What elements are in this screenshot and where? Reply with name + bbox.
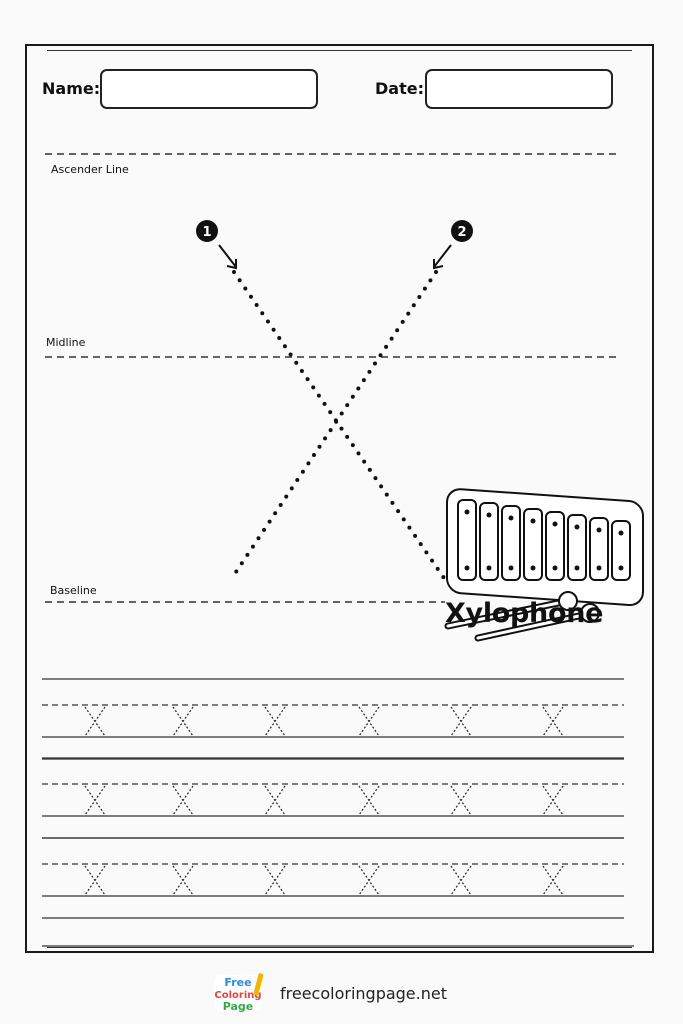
- practice-letter-x: [172, 706, 194, 737]
- svg-text:Page: Page: [223, 1000, 254, 1013]
- xylophone-peg: [508, 515, 514, 521]
- xylophone-bar: [457, 499, 477, 581]
- practice-letter-x: [84, 706, 106, 737]
- practice-letter-x: [450, 865, 472, 896]
- xylophone-peg: [508, 565, 514, 571]
- xylophone-bar: [589, 517, 609, 581]
- xylophone-peg: [574, 565, 580, 571]
- site-logo: Free Coloring Page: [214, 973, 264, 1013]
- xylophone-icon: [444, 488, 644, 642]
- date-field[interactable]: [425, 69, 613, 109]
- xylophone-peg: [464, 509, 470, 515]
- practice-letter-x: [542, 785, 564, 816]
- xylophone-peg: [530, 518, 536, 524]
- date-label: Date:: [375, 79, 424, 98]
- xylophone-bar: [501, 505, 521, 581]
- xylophone-bar: [611, 520, 631, 581]
- xylophone-bar: [567, 514, 587, 581]
- xylophone-peg: [574, 524, 580, 530]
- top-border-rule: [47, 50, 632, 51]
- svg-text:Coloring: Coloring: [214, 990, 261, 1001]
- practice-letter-x: [264, 785, 286, 816]
- xylophone-peg: [464, 565, 470, 571]
- arrow-icon: [433, 244, 452, 270]
- xylophone-peg: [618, 530, 624, 536]
- ascender-line-label: Ascender Line: [51, 163, 129, 176]
- xylophone-peg: [596, 565, 602, 571]
- practice-letter-x: [358, 865, 380, 896]
- practice-letter-x: [358, 785, 380, 816]
- xylophone-peg: [486, 512, 492, 518]
- practice-letter-x: [450, 785, 472, 816]
- xylophone-peg: [596, 527, 602, 533]
- name-label: Name:: [42, 79, 101, 98]
- xylophone-bar: [545, 511, 565, 581]
- name-field[interactable]: [100, 69, 318, 109]
- practice-letter-x: [264, 706, 286, 737]
- letter-x-stroke-1: [232, 270, 446, 580]
- xylophone-peg: [618, 565, 624, 571]
- practice-letter-x: [264, 865, 286, 896]
- letter-x-stroke-2: [230, 270, 438, 580]
- stroke-number-1: 1: [202, 225, 211, 240]
- midline-label: Midline: [46, 336, 86, 349]
- site-url[interactable]: freecoloringpage.net: [280, 984, 447, 1003]
- xylophone-peg: [552, 565, 558, 571]
- picture-word: Xylophone: [445, 598, 604, 629]
- baseline-label: Baseline: [50, 584, 97, 597]
- practice-letter-x: [542, 706, 564, 737]
- stroke-order-marker-1: 1: [196, 220, 218, 242]
- practice-letter-x: [172, 865, 194, 896]
- stroke-order-marker-2: 2: [451, 220, 473, 242]
- xylophone-bar: [523, 508, 543, 581]
- practice-letter-x: [172, 785, 194, 816]
- xylophone-peg: [552, 521, 558, 527]
- xylophone-bar: [479, 502, 499, 581]
- practice-letter-x: [358, 706, 380, 737]
- svg-text:Free: Free: [224, 976, 251, 989]
- practice-area: [42, 678, 634, 947]
- practice-letter-x: [450, 706, 472, 737]
- practice-letter-x: [542, 865, 564, 896]
- arrow-icon: [218, 244, 237, 270]
- bottom-border-rule: [47, 947, 632, 948]
- practice-letter-x: [84, 785, 106, 816]
- practice-letter-x: [84, 865, 106, 896]
- xylophone-peg: [486, 565, 492, 571]
- xylophone-peg: [530, 565, 536, 571]
- stroke-number-2: 2: [457, 225, 466, 240]
